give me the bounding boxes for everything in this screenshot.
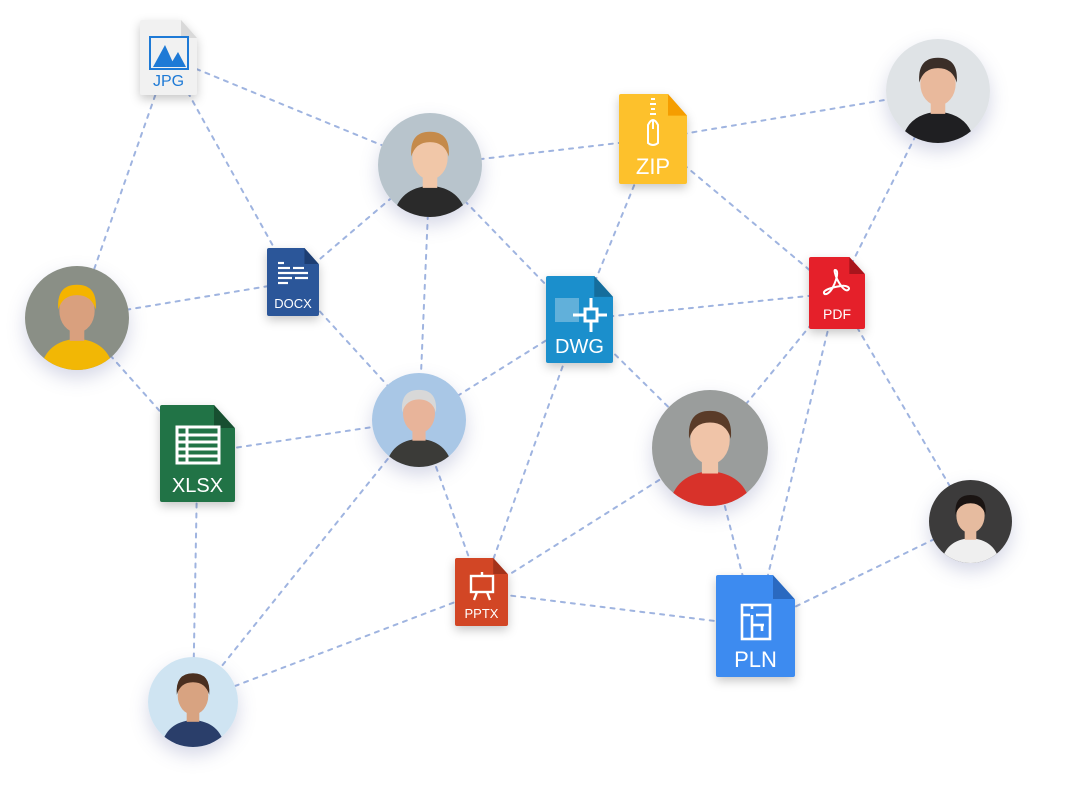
edge-construction-worker-docx [76,281,294,319]
file-label: DWG [555,336,604,358]
floor-plan-icon [740,603,771,641]
file-pln: PLN [716,575,795,677]
edge-pptx-bearded-man [192,591,483,703]
file-pdf: PDF [809,257,865,329]
edge-jpg-woman-redhead [167,56,431,166]
presentation-icon [469,572,494,601]
zipper-icon [647,98,659,146]
person-portrait-icon [652,390,768,506]
file-jpg: JPG [140,20,197,95]
edge-pdf-asian-man [836,292,972,523]
file-label: PPTX [464,606,499,621]
person-portrait-icon [929,480,1012,563]
file-xlsx: XLSX [160,405,235,502]
avatar-asian-man [929,480,1012,563]
edge-senior-man-phone-xlsx [196,419,420,455]
file-pptx: PPTX [455,558,508,626]
file-docx: DOCX [267,248,319,316]
person-portrait-icon [372,373,466,467]
edge-man-glasses-pdf [836,90,939,294]
edge-senior-man-phone-bearded-man [192,419,420,703]
person-portrait-icon [378,113,482,217]
avatar-construction-worker [25,266,129,370]
person-portrait-icon [25,266,129,370]
acrobat-icon [823,268,850,296]
document-lines-icon [278,261,308,285]
edge-dwg-pptx [480,318,581,593]
file-label: DOCX [274,296,312,311]
person-portrait-icon [886,39,990,143]
edge-pptx-pln [480,591,757,627]
file-label: ZIP [635,154,671,179]
spreadsheet-icon [175,425,220,465]
file-dwg: DWG [546,276,613,363]
file-label: JPG [152,73,185,90]
edge-dwg-pdf [578,292,838,321]
file-label: XLSX [171,475,224,497]
edge-woman-redhead-zip [429,138,654,166]
image-icon [148,36,189,70]
file-zip: ZIP [619,94,687,184]
edge-pdf-pln [754,292,838,627]
file-label: PDF [823,306,851,322]
cad-crosshair-icon [554,298,607,332]
avatar-woman-redhead [378,113,482,217]
avatar-senior-man-phone [372,373,466,467]
avatar-man-glasses [886,39,990,143]
avatar-woman-smiling-red [652,390,768,506]
file-label: PLN [734,647,777,672]
person-portrait-icon [148,657,238,747]
avatar-bearded-man [148,657,238,747]
